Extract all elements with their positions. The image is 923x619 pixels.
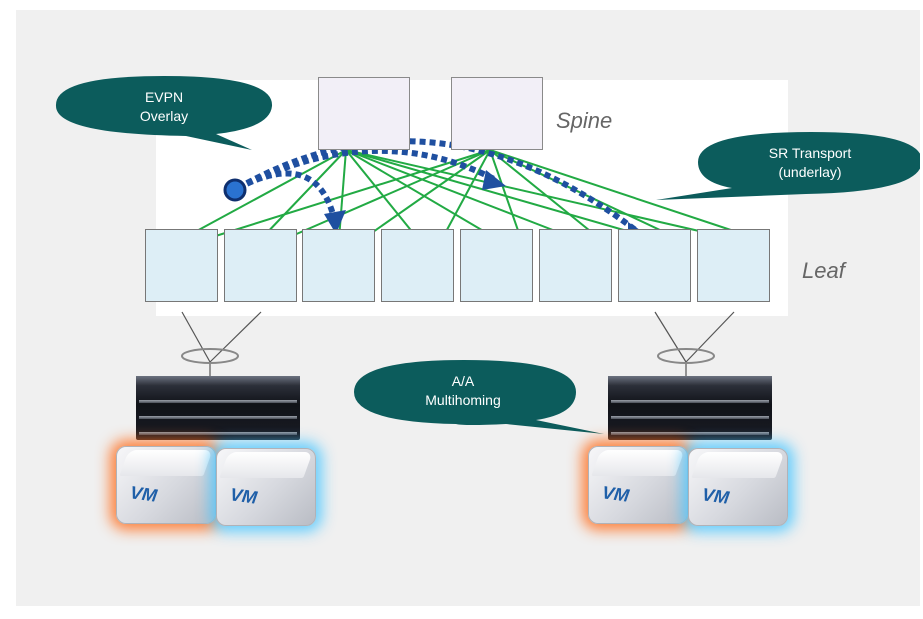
access-links [181, 311, 735, 376]
evpn-overlay-callout: EVPN Overlay [104, 88, 224, 126]
spine-switch-1 [318, 77, 410, 150]
vm-icon: VM [116, 446, 216, 524]
leaf-switch-2 [224, 229, 297, 302]
leaf-switch-4 [381, 229, 454, 302]
spine-label: Spine [556, 108, 613, 133]
tor-switch-right [608, 376, 772, 440]
leaf-switch-5 [460, 229, 533, 302]
overlay-origin-dot [223, 178, 247, 202]
aa-callout-shape [354, 360, 604, 434]
spine-switch-2 [451, 77, 543, 150]
leaf-switch-1 [145, 229, 218, 302]
aa-callout-line-2: Multihoming [425, 392, 501, 408]
sr-transport-callout: SR Transport (underlay) [730, 144, 890, 182]
vm-label: VM [128, 482, 159, 506]
sr-callout-line-2: (underlay) [778, 164, 842, 180]
sr-callout-shape [656, 132, 920, 200]
vm-icon: VM [216, 448, 316, 526]
aa-multihoming-callout: A/A Multihoming [388, 372, 538, 410]
vm-label: VM [700, 484, 731, 508]
lag-ring-right [657, 348, 715, 364]
diagram-canvas: Spine Leaf EVPN Overlay SR Transport (un… [16, 10, 920, 606]
leaf-switch-3 [302, 229, 375, 302]
leaf-switch-7 [618, 229, 691, 302]
evpn-overlay-paths [236, 138, 640, 235]
underlay-links [181, 149, 759, 240]
lag-ring-left [181, 348, 239, 364]
evpn-callout-shape [55, 76, 273, 150]
evpn-callout-line-2: Overlay [139, 108, 189, 124]
vm-icon: VM [688, 448, 788, 526]
vm-label: VM [228, 484, 259, 508]
leaf-label: Leaf [802, 258, 845, 283]
leaf-switch-8 [697, 229, 770, 302]
vm-icon: VM [588, 446, 688, 524]
vm-label: VM [600, 482, 631, 506]
tor-switch-left [136, 376, 300, 440]
evpn-callout-line-1: EVPN [144, 89, 184, 105]
leaf-switch-6 [539, 229, 612, 302]
sr-callout-line-1: SR Transport [768, 145, 852, 161]
link-layer [55, 76, 920, 434]
aa-callout-line-1: A/A [451, 373, 475, 389]
